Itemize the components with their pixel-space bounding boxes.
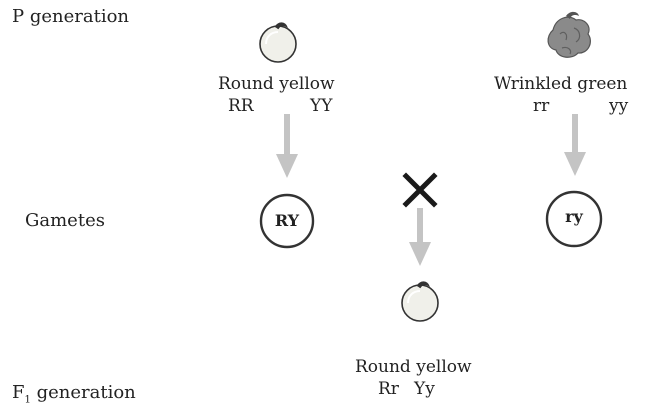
left-parent-phenotype: Round yellow <box>218 74 335 94</box>
offspring-seed-icon <box>401 281 439 322</box>
f1-generation-label: F1 generation <box>12 382 136 406</box>
left-parent-genotype-r: RR <box>228 96 254 116</box>
gamete-left-label: RY <box>274 211 300 230</box>
gamete-right-circle <box>545 190 603 248</box>
gametes-label: Gametes <box>25 210 105 231</box>
offspring-arrow <box>409 208 431 266</box>
p-generation-label: P generation <box>12 6 130 27</box>
round-seed-icon <box>259 22 297 63</box>
left-parent-genotype-y: YY <box>310 96 333 116</box>
left-parent-arrow <box>276 114 298 178</box>
gamete-right-label: ry <box>565 207 583 226</box>
right-parent-genotype-r: rr <box>533 96 550 116</box>
cross-icon <box>402 172 438 208</box>
right-parent-phenotype: Wrinkled green <box>494 74 628 94</box>
offspring-phenotype: Round yellow <box>355 357 472 377</box>
right-parent-arrow <box>564 114 586 176</box>
offspring-genotype-r: Rr <box>378 379 399 399</box>
gamete-left-circle <box>259 193 315 249</box>
offspring-genotype-y: Yy <box>414 379 435 399</box>
right-parent-genotype-y: yy <box>609 96 629 116</box>
wrinkled-seed-icon <box>547 11 591 58</box>
